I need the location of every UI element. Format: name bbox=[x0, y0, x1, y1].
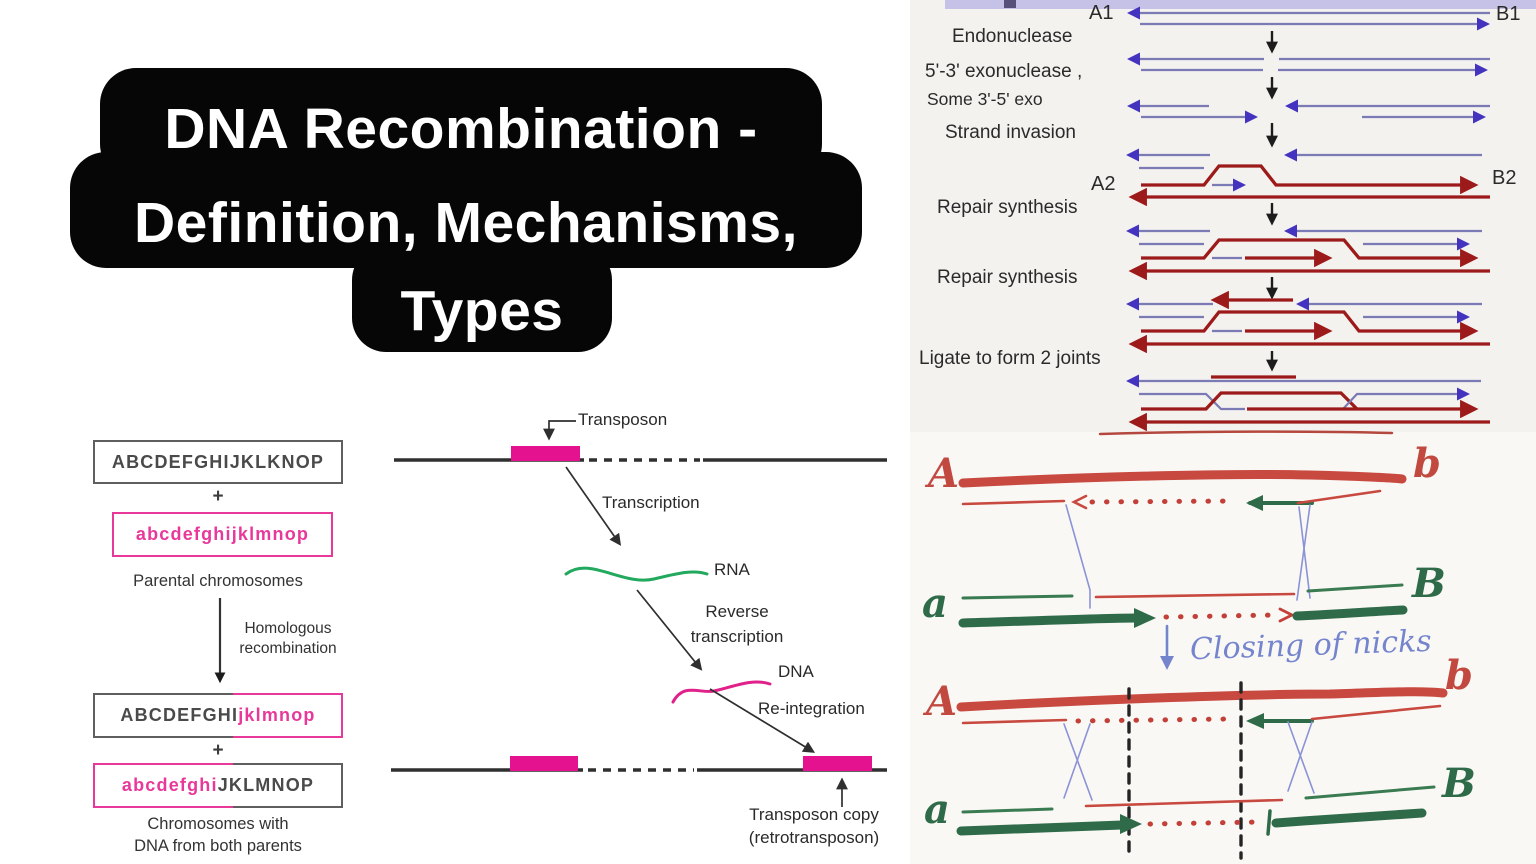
reintegration-label: Re-integration bbox=[758, 699, 865, 718]
sequence-gray-part: ABCDEFGHI bbox=[120, 705, 239, 725]
parental-chromosome-2-box: abcdefghijklmnop bbox=[112, 512, 333, 557]
chromosome-sequence: ABCDEFGHIJKLKNOP bbox=[111, 451, 325, 472]
sequence-gray-part: JKLMNOP bbox=[217, 775, 315, 795]
strand-label-a: a bbox=[922, 580, 948, 627]
step-exonuclease-2: Some 3'-5' exo bbox=[927, 89, 1043, 109]
box-border-pink-half bbox=[233, 693, 343, 738]
rna-label: RNA bbox=[714, 560, 750, 579]
chromosome-sequence: ABCDEFGHIjklmnop bbox=[120, 705, 315, 726]
copy-label-line1: Transposon copy bbox=[749, 805, 879, 824]
homologous-label-line2: recombination bbox=[239, 639, 337, 657]
recombinant-chromosome-1-box: ABCDEFGHIjklmnop bbox=[93, 693, 343, 738]
box-border-gray-half bbox=[93, 693, 233, 738]
dsbr-diagram-art bbox=[1126, 6, 1490, 432]
end-label-b2: B2 bbox=[1492, 167, 1517, 189]
plus-sign: + bbox=[212, 486, 224, 507]
sequence-pink-part: abcdefghi bbox=[121, 775, 218, 795]
transposon-diagram-art bbox=[391, 420, 887, 807]
hand-figure-closed-nicks bbox=[956, 681, 1448, 860]
reverse-transcription-arrow bbox=[636, 589, 703, 671]
chromosome-sequence: abcdefghijklmnop bbox=[135, 524, 310, 544]
result-caption-line1: Chromosomes with bbox=[147, 815, 289, 833]
reverse-label-line2: transcription bbox=[690, 627, 784, 646]
box-border-gray-half bbox=[233, 763, 343, 808]
title-banner-bg bbox=[352, 246, 612, 352]
hand-drawn-panel bbox=[910, 432, 1536, 864]
hand-figure-open-nicks bbox=[958, 469, 1408, 628]
parental-chromosomes-caption: Parental chromosomes bbox=[133, 572, 303, 590]
lavender-top-bar bbox=[945, 0, 1536, 9]
dsbr-panel bbox=[910, 0, 1536, 432]
transposon-element bbox=[511, 446, 580, 461]
strand-label-b: b bbox=[1413, 440, 1441, 487]
end-label-a2: A2 bbox=[1091, 173, 1116, 195]
dsbr-row-cut bbox=[1127, 52, 1490, 77]
step-repair-synthesis-2: Repair synthesis bbox=[937, 267, 1078, 288]
dna-label: DNA bbox=[778, 662, 814, 681]
lavender-bar-mark bbox=[1004, 0, 1016, 8]
transposon-copy-element bbox=[803, 756, 872, 771]
transposon-element bbox=[510, 756, 578, 771]
strand-label-B: B bbox=[1412, 560, 1446, 607]
step-strand-invasion: Strand invasion bbox=[945, 122, 1076, 143]
dsbr-row-strand-invasion bbox=[1126, 148, 1490, 207]
transcription-arrow bbox=[565, 466, 622, 546]
parental-chromosome-1-box: ABCDEFGHIJKLKNOP bbox=[93, 440, 343, 484]
step-exonuclease: 5'-3' exonuclease , bbox=[925, 61, 1083, 82]
strand-label-b: b bbox=[1445, 652, 1473, 699]
transposon-label: Transposon bbox=[578, 410, 668, 429]
result-caption: Chromosomes with DNA from both parents bbox=[80, 814, 356, 857]
transposon-copy-label: Transposon copy (retrotransposon) bbox=[726, 803, 902, 849]
step-repair-synthesis-1: Repair synthesis bbox=[937, 197, 1078, 218]
transcription-label: Transcription bbox=[602, 493, 700, 512]
recombinant-chromosome-2-box: abcdefghiJKLMNOP bbox=[93, 763, 343, 808]
chromosome-sequence: abcdefghiJKLMNOP bbox=[122, 775, 314, 796]
dsbr-row-ligated-joints bbox=[1126, 374, 1490, 432]
box-border-pink-half bbox=[93, 763, 233, 808]
dsbr-row-repair-synthesis-2 bbox=[1126, 290, 1490, 354]
dna-curve bbox=[671, 680, 772, 704]
homologous-recombination-label: Homologous recombination bbox=[228, 619, 348, 658]
cropped-strand-remnant bbox=[1098, 430, 1394, 436]
step-ligate: Ligate to form 2 joints bbox=[919, 348, 1101, 369]
strand-label-A: A bbox=[926, 678, 958, 725]
rna-curve bbox=[564, 566, 709, 582]
reverse-transcription-label: Reverse transcription bbox=[672, 599, 802, 649]
copy-label-line2: (retrotransposon) bbox=[748, 828, 880, 847]
dsbr-row-repair-synthesis-1 bbox=[1126, 224, 1490, 281]
transposon-pointer-arrow bbox=[543, 420, 576, 441]
step-endonuclease: Endonuclease bbox=[952, 26, 1073, 47]
result-caption-line2: DNA from both parents bbox=[134, 836, 302, 855]
end-label-a1: A1 bbox=[1089, 2, 1114, 24]
strand-label-a: a bbox=[924, 786, 950, 833]
homologous-label-line1: Homologous bbox=[244, 620, 332, 637]
strand-label-A: A bbox=[928, 450, 960, 497]
page-title-line3: Types bbox=[400, 279, 564, 343]
plus-sign: + bbox=[212, 740, 224, 761]
reverse-label-line1: Reverse bbox=[705, 602, 769, 621]
hand-drawn-art bbox=[956, 430, 1448, 860]
dsbr-row-intact-duplex bbox=[1127, 6, 1490, 31]
page-title-line2: Definition, Mechanisms, bbox=[134, 191, 798, 255]
sequence-pink-part: jklmnop bbox=[238, 705, 316, 725]
end-label-b1: B1 bbox=[1496, 3, 1521, 25]
page-title-line1: DNA Recombination - bbox=[164, 97, 758, 161]
closing-of-nicks-arrow bbox=[1160, 624, 1174, 670]
strand-label-B: B bbox=[1442, 760, 1476, 807]
dsbr-row-resected bbox=[1127, 99, 1490, 124]
reintegration-arrow bbox=[709, 688, 816, 753]
